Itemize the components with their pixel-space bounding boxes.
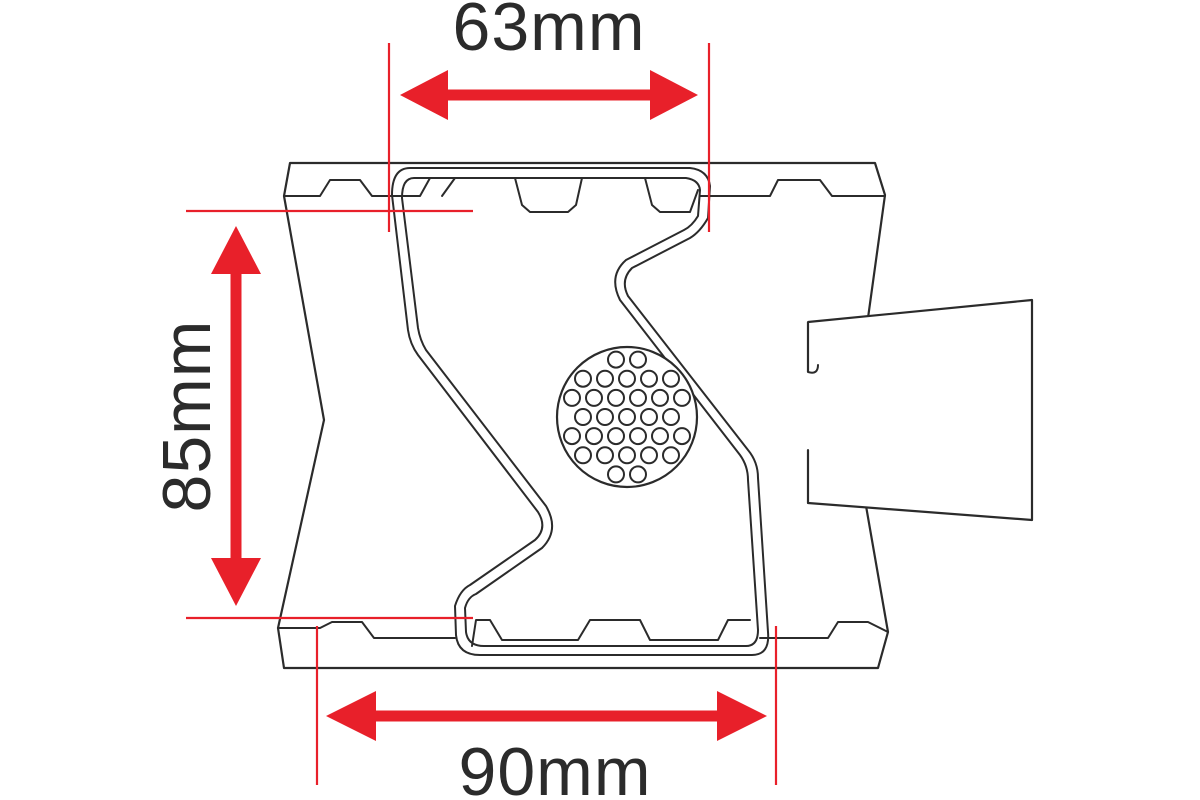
top-width-dimension: 63mm [387, 0, 711, 232]
height-top-arrowhead [211, 226, 261, 274]
pad-hole [607, 388, 625, 407]
pad-hole [596, 369, 614, 388]
pad-hole [651, 388, 669, 407]
pad-hole [585, 388, 603, 407]
bottom-width-dimension: 90mm [315, 626, 778, 800]
pad-hole [629, 350, 647, 369]
side-jaw [806, 298, 1034, 522]
pad-hole [618, 446, 636, 465]
pad-hole [662, 446, 680, 465]
top-width-right-arrowhead [650, 70, 698, 120]
bottom-width-label: 90mm [459, 734, 652, 800]
bottom-width-left-arrowhead [326, 691, 376, 741]
pad-hole [629, 427, 647, 446]
pad-hole [563, 388, 581, 407]
pad-hole [596, 408, 614, 426]
pad-hole [618, 369, 636, 388]
bottom-width-right-arrowhead [717, 691, 767, 741]
pad-hole [585, 427, 603, 446]
pad-hole [607, 350, 625, 369]
pad-hole [563, 427, 581, 446]
height-label: 85mm [149, 320, 225, 513]
top-width-label: 63mm [453, 0, 646, 65]
pad-hole [574, 446, 592, 465]
pad-hole [607, 465, 625, 484]
inner-teeth [404, 177, 751, 647]
pad-hole [618, 408, 636, 426]
pad-hole [629, 465, 647, 484]
pad-hole [629, 388, 647, 407]
top-width-left-arrowhead [400, 70, 448, 120]
pad-hole [574, 408, 592, 426]
pad-hole [607, 427, 625, 446]
pad-hole [662, 408, 680, 426]
pad-hole [673, 388, 691, 407]
pad-hole [596, 446, 614, 465]
perforated-pad [555, 345, 699, 489]
pad-hole [640, 408, 658, 426]
height-bottom-arrowhead [211, 558, 261, 606]
clamp-bracket [391, 167, 770, 656]
pad-hole [640, 369, 658, 388]
pad-hole [651, 427, 669, 446]
pad-hole [673, 427, 691, 446]
pad-hole [574, 369, 592, 388]
pad-hole [662, 369, 680, 388]
pad-hole [640, 446, 658, 465]
height-dimension: 85mm [149, 209, 473, 620]
